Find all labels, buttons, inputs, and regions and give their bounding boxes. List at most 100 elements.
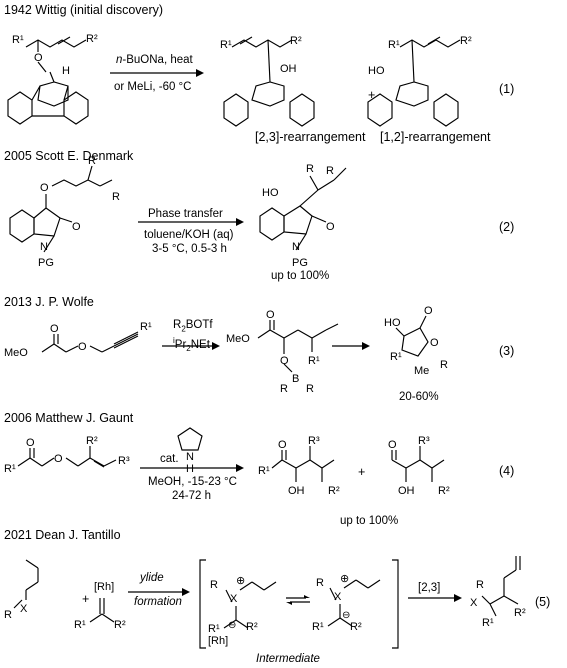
svg-text:R: R (306, 163, 314, 175)
scheme1-atom-H: H (62, 65, 70, 77)
scheme5-plus: + (82, 592, 90, 606)
scheme5-intermediate-label: Intermediate (256, 653, 320, 665)
svg-text:R²: R² (114, 619, 126, 631)
svg-text:R: R (440, 359, 448, 371)
svg-text:O: O (266, 309, 275, 321)
svg-text:OH: OH (398, 485, 415, 497)
svg-text:R²: R² (328, 485, 340, 497)
svg-text:MeO: MeO (4, 347, 28, 359)
svg-text:B: B (292, 373, 299, 385)
svg-text:⊕: ⊕ (236, 575, 245, 587)
svg-text:HO: HO (384, 317, 401, 329)
scheme1-atom-O: O (34, 52, 43, 64)
svg-text:X: X (470, 597, 478, 609)
scheme2-yield: up to 100% (271, 270, 330, 282)
scheme1-atom-R2: R² (86, 33, 98, 45)
scheme1-product-a-label: [2,3]-rearrangement (255, 130, 366, 144)
svg-text:PG: PG (38, 257, 54, 269)
scheme4-heading: 2006 Matthew J. Gaunt (4, 411, 134, 425)
svg-text:R¹: R¹ (390, 351, 402, 363)
scheme4-catalyst-prefix: cat. (160, 453, 179, 465)
svg-text:[Rh]: [Rh] (208, 635, 228, 647)
scheme1-product-b (367, 36, 461, 127)
svg-text:X: X (20, 603, 28, 615)
scheme3-reactant (41, 331, 139, 353)
svg-text:R: R (210, 579, 218, 591)
scheme3-heading: 2013 J. P. Wolfe (4, 295, 94, 309)
svg-text:R¹: R¹ (388, 39, 400, 51)
scheme5-reactant (13, 559, 115, 623)
scheme1-condition-top: n-BuONa, heat (116, 54, 193, 66)
svg-text:R: R (112, 191, 120, 203)
svg-text:R¹: R¹ (208, 623, 220, 635)
svg-text:R: R (316, 577, 324, 589)
svg-text:N: N (186, 451, 194, 463)
svg-text:R¹: R¹ (140, 321, 152, 333)
svg-text:R: R (4, 609, 12, 621)
svg-text:N: N (40, 241, 48, 253)
scheme3-reagent-2: iPr2NEt (173, 336, 210, 354)
svg-text:⊖: ⊖ (228, 620, 236, 631)
scheme4-reactant (17, 446, 117, 468)
scheme1-eq-number: (1) (499, 82, 515, 96)
svg-text:R²: R² (438, 485, 450, 497)
svg-text:⊖: ⊖ (342, 610, 350, 621)
svg-text:R²: R² (246, 621, 258, 633)
svg-text:PG: PG (292, 257, 308, 269)
svg-text:R¹: R¹ (482, 617, 494, 629)
scheme5-intermediate-left (223, 581, 277, 629)
svg-text:O: O (54, 453, 63, 465)
svg-text:H: H (186, 463, 194, 475)
scheme4-plus: + (358, 465, 366, 479)
svg-text:O: O (424, 305, 433, 317)
svg-text:O: O (326, 221, 335, 233)
scheme1-heading: 1942 Wittig (initial discovery) (4, 3, 164, 17)
svg-text:R¹: R¹ (4, 463, 16, 475)
svg-text:HO: HO (368, 65, 385, 77)
scheme4-condition-top: MeOH, -15-23 °C (148, 476, 237, 488)
svg-text:R³: R³ (418, 435, 430, 447)
svg-text:O: O (278, 439, 287, 451)
scheme5-step-label: [2,3] (418, 582, 441, 594)
svg-text:O: O (26, 437, 35, 449)
scheme1-product-a (223, 36, 315, 127)
svg-text:O: O (40, 182, 49, 194)
svg-text:O: O (78, 341, 87, 353)
scheme2-heading: 2005 Scott E. Denmark (4, 149, 134, 163)
svg-text:N: N (292, 241, 300, 253)
scheme1-product-b-label: [1,2]-rearrangement (380, 130, 491, 144)
svg-text:Me: Me (414, 365, 429, 377)
scheme5-product (481, 556, 521, 617)
scheme5-eq-number: (5) (535, 595, 551, 609)
svg-text:R²: R² (86, 435, 98, 447)
scheme4-eq-number: (4) (499, 464, 515, 478)
svg-text:⊕: ⊕ (340, 573, 349, 585)
svg-text:R: R (280, 383, 288, 395)
svg-text:[Rh]: [Rh] (94, 581, 114, 593)
svg-text:R²: R² (290, 35, 302, 47)
svg-text:MeO: MeO (226, 333, 250, 345)
scheme3-eq-number: (3) (499, 344, 515, 358)
svg-text:R: R (326, 165, 334, 177)
svg-text:R: R (476, 579, 484, 591)
svg-text:R¹: R¹ (308, 355, 320, 367)
scheme1-reactant (7, 36, 89, 125)
svg-text:O: O (388, 439, 397, 451)
svg-text:R¹: R¹ (220, 39, 232, 51)
scheme1-condition-bottom: or MeLi, -60 °C (114, 81, 192, 93)
svg-text:R²: R² (514, 607, 526, 619)
svg-text:HO: HO (262, 187, 279, 199)
svg-text:R: R (88, 155, 96, 167)
scheme5-heading: 2021 Dean J. Tantillo (4, 528, 121, 542)
svg-text:OH: OH (288, 485, 305, 497)
scheme2-condition-mid: toluene/KOH (aq) (144, 229, 234, 241)
scheme5-arrow-bottom: formation (134, 596, 182, 608)
scheme4-product-b (391, 446, 445, 482)
svg-text:OH: OH (280, 63, 297, 75)
svg-text:R¹: R¹ (74, 619, 86, 631)
scheme2-condition-bottom: 3-5 °C, 0.5-3 h (152, 243, 227, 255)
svg-text:O: O (430, 337, 439, 349)
svg-text:O: O (280, 355, 289, 367)
svg-text:R²: R² (350, 621, 362, 633)
